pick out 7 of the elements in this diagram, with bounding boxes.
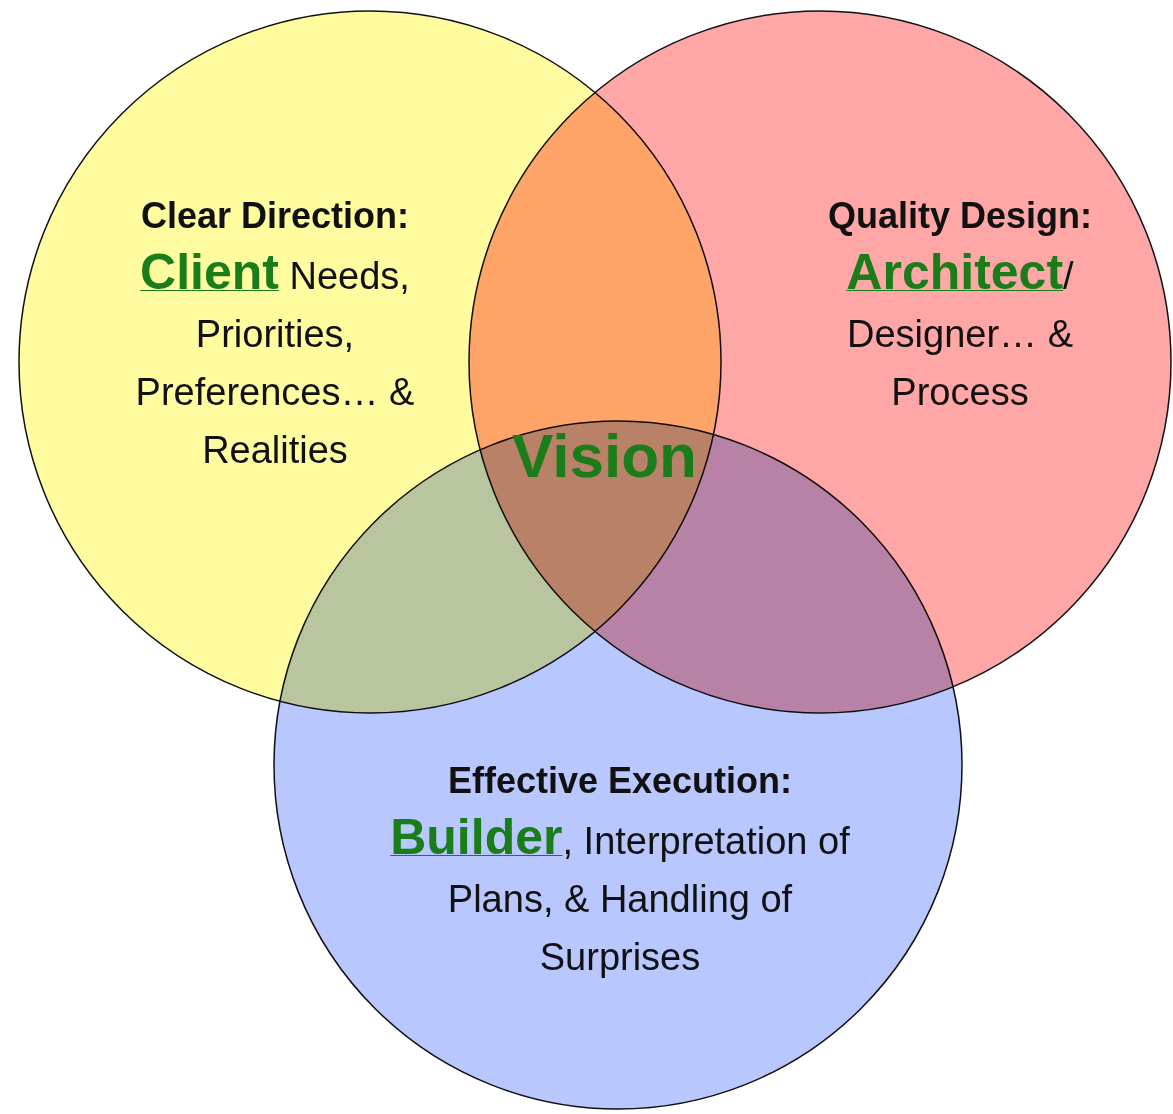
center-label: Vision (512, 420, 697, 491)
circle-text: Builder, Interpretation of Plans, & Handling of Surprises (389, 808, 851, 980)
circle-heading: Clear Direction: (140, 195, 410, 237)
circle-heading: Quality Design: (827, 195, 1092, 237)
circle-text: Client Needs, Priorities, Preferences… & Realities (134, 243, 416, 473)
circle-text: Architect/ Designer… & Process (845, 243, 1075, 415)
circle-heading: Effective Execution: (447, 760, 793, 802)
